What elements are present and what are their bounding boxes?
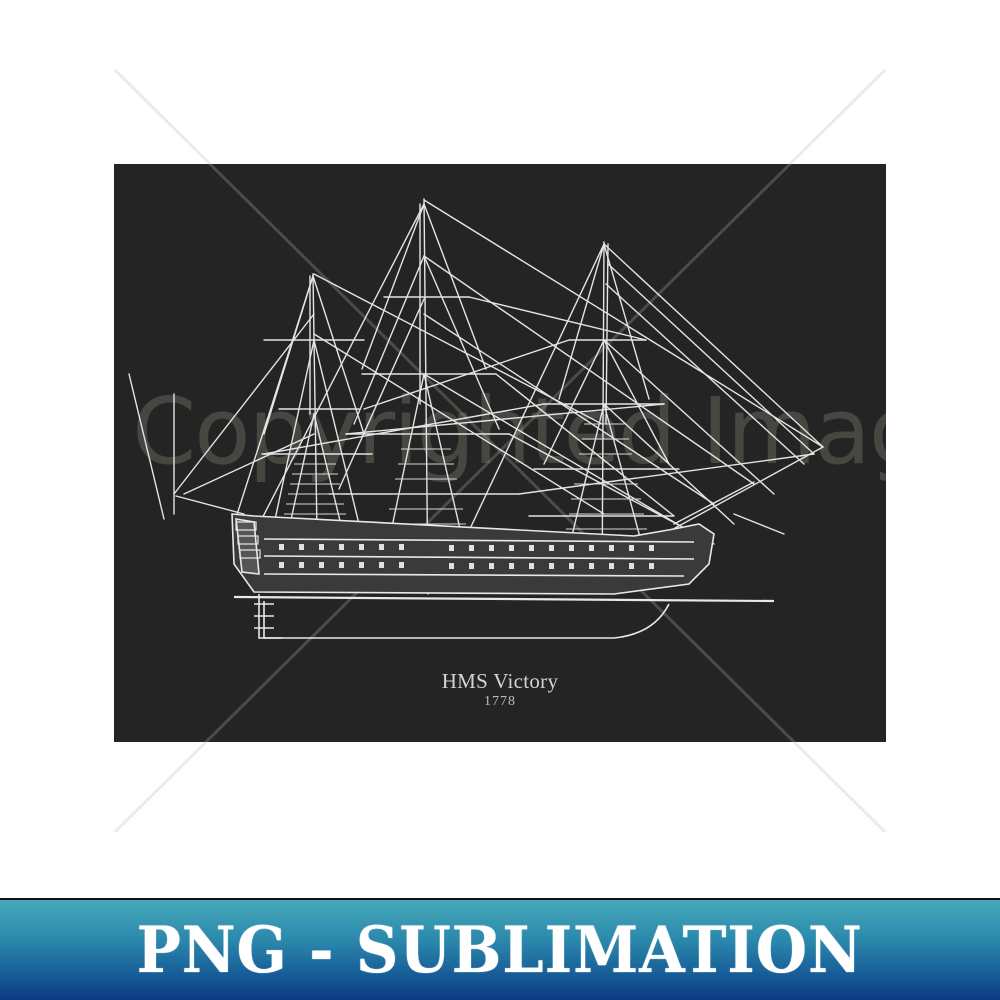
artwork-year: 1778: [484, 694, 516, 709]
banner-label: PNG - SUBLIMATION: [136, 912, 864, 988]
watermark-text: Copyrighted Image: [132, 378, 886, 485]
blueprint-artwork-panel: Copyrighted Image: [114, 164, 886, 742]
artwork-title: HMS Victory: [441, 669, 559, 693]
product-banner: PNG - SUBLIMATION: [0, 898, 1000, 1000]
ship-illustration: [128, 164, 824, 742]
